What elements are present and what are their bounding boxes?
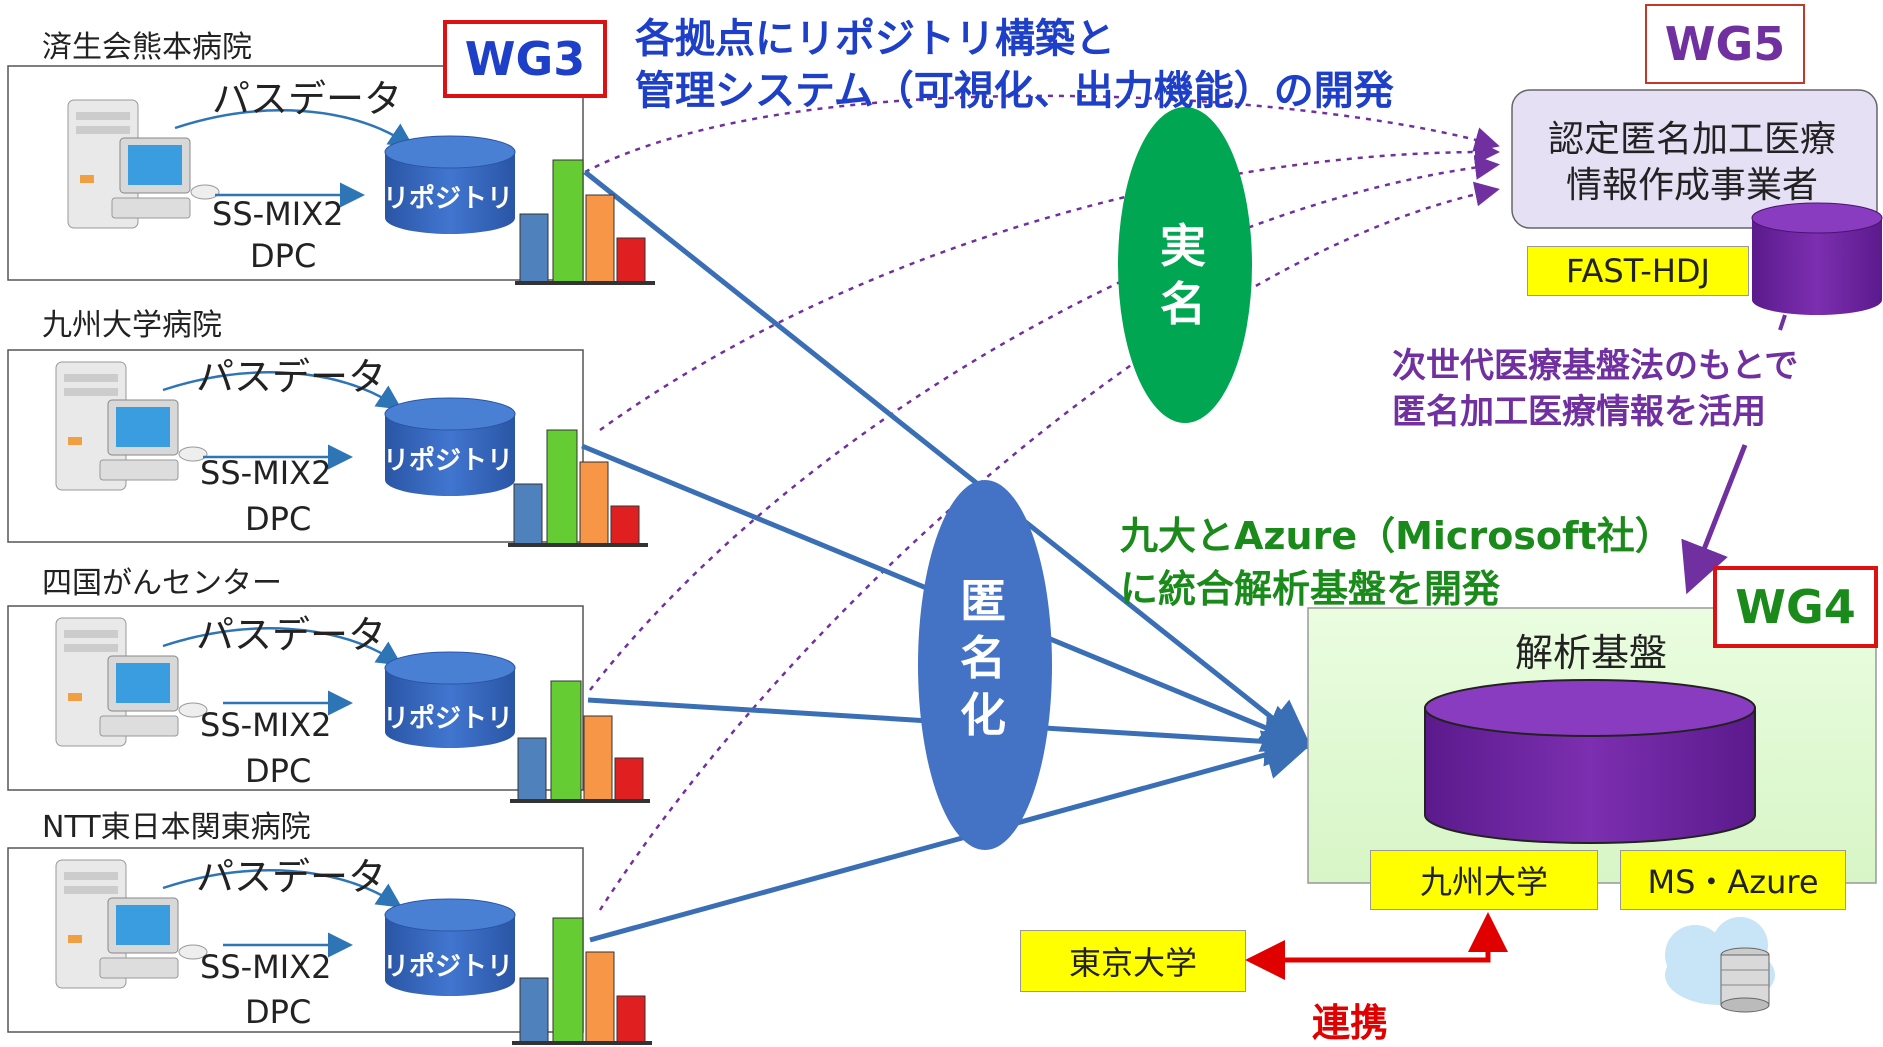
dpc-label: DPC — [245, 993, 312, 1031]
wg4-label: WG4 — [1713, 566, 1878, 648]
collaboration-label: 連携 — [1312, 1001, 1389, 1045]
repository-cylinder-icon — [384, 898, 516, 996]
hospital-name-2: 九州大学病院 — [42, 308, 222, 343]
bar-chart-icon — [512, 917, 652, 1045]
kyushu-univ-label: 九州大学 — [1370, 850, 1598, 910]
ssmix2-label: SS-MIX2 — [200, 454, 332, 492]
hospital-name-1: 済生会熊本病院 — [42, 30, 252, 65]
server-computer-icon — [55, 617, 208, 747]
wg3-description-line2: 管理システム（可視化、出力機能）の開発 — [635, 68, 1394, 114]
real-name-ellipse — [1118, 107, 1252, 423]
path-data-label: パスデータ — [196, 355, 387, 399]
wg5-label: WG5 — [1645, 4, 1805, 84]
path-data-label: パスデータ — [212, 77, 403, 121]
anonymize-ellipse — [918, 480, 1052, 850]
wg5-agency-line2: 情報作成事業者 — [1566, 165, 1819, 206]
analysis-db-cylinder-icon — [1424, 679, 1756, 844]
wg5-agency-line1: 認定匿名加工医療 — [1548, 119, 1837, 160]
cloud-database-icon — [1665, 917, 1775, 1013]
repository-cylinder-icon — [384, 651, 516, 748]
repository-label: リポジトリ — [383, 704, 514, 734]
real-name-char2: 名 — [1160, 277, 1206, 331]
hospital-icons — [55, 99, 655, 1045]
path-data-label: パスデータ — [196, 613, 387, 657]
dpc-label: DPC — [245, 752, 312, 790]
ssmix2-label: SS-MIX2 — [212, 195, 344, 233]
ssmix2-label: SS-MIX2 — [200, 706, 332, 744]
wg5-to-wg4-arrow — [1681, 444, 1748, 595]
repository-label: リポジトリ — [383, 952, 514, 982]
server-computer-icon — [67, 99, 220, 229]
dashed-flows-to-wg5 — [584, 94, 1500, 911]
repository-label: リポジトリ — [383, 446, 514, 476]
wg5-note-line1: 次世代医療基盤法のもとで — [1392, 346, 1799, 386]
ms-azure-label: MS・Azure — [1620, 850, 1846, 910]
anonymize-char1: 匿 — [960, 574, 1006, 628]
hospital-name-3: 四国がんセンター — [42, 566, 282, 601]
repository-cylinder-icon — [384, 397, 516, 496]
fast-hdj-label: FAST-HDJ — [1527, 246, 1749, 296]
wg5-agency-box — [1511, 89, 1878, 229]
tokyo-univ-label: 東京大学 — [1020, 930, 1246, 992]
fast-hdj-cylinder-icon — [1751, 202, 1883, 315]
analysis-platform-title: 解析基盤 — [1515, 631, 1668, 675]
server-computer-icon — [55, 859, 208, 989]
anonymize-char3: 化 — [960, 688, 1006, 742]
wg3-label: WG3 — [443, 20, 607, 98]
path-data-label: パスデータ — [196, 855, 387, 899]
repository-label: リポジトリ — [383, 184, 514, 214]
bar-chart-icon — [508, 429, 648, 547]
anonymize-char2: 名 — [960, 631, 1006, 685]
wg4-description-line1: 九大とAzure（Microsoft社） — [1120, 514, 1673, 558]
server-computer-icon — [55, 361, 208, 491]
dpc-label: DPC — [245, 500, 312, 538]
hospital-name-4: NTT東日本関東病院 — [42, 810, 311, 845]
dpc-label: DPC — [250, 237, 317, 275]
ssmix2-label: SS-MIX2 — [200, 948, 332, 986]
collaboration-arrow — [1245, 912, 1508, 980]
bar-chart-icon — [515, 159, 655, 285]
repository-cylinder-icon — [384, 135, 516, 234]
wg3-description-line1: 各拠点にリポジトリ構築と — [635, 16, 1115, 62]
wg4-description-line2: に統合解析基盤を開発 — [1120, 567, 1501, 611]
wg5-note-line2: 匿名加工医療情報を活用 — [1392, 392, 1766, 432]
bar-chart-icon — [510, 680, 650, 803]
real-name-char1: 実 — [1160, 219, 1206, 273]
